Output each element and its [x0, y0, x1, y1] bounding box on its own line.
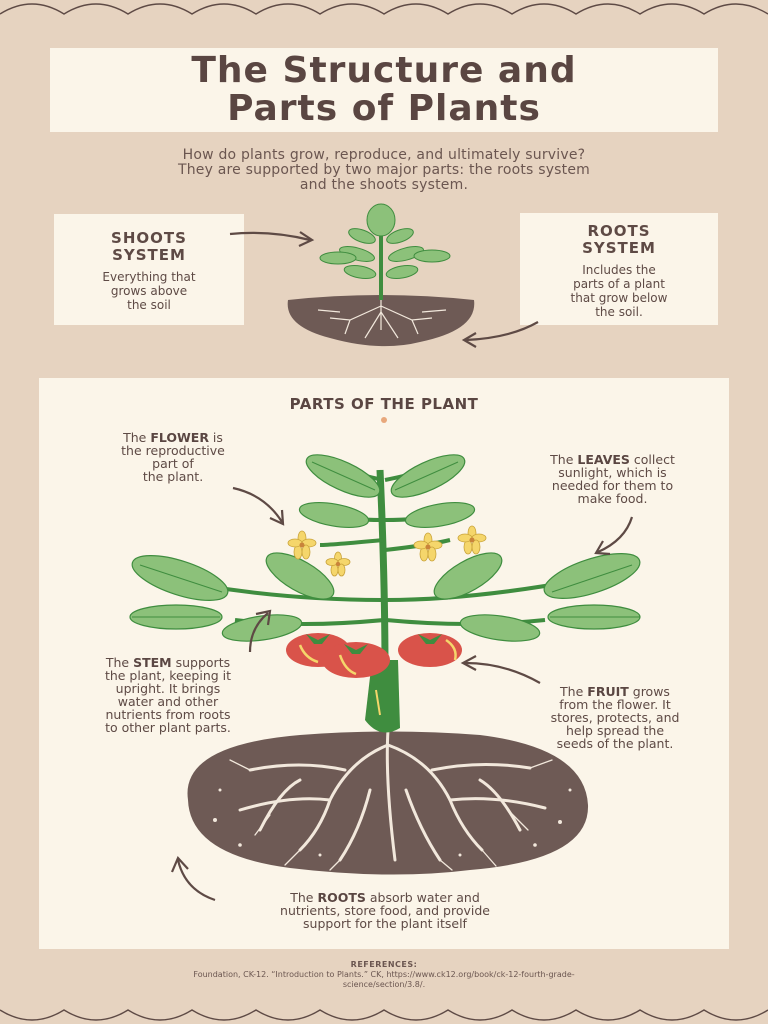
- roots-label-rest: absorb water and: [365, 890, 480, 905]
- fruit-line-3: stores, protects, and: [550, 710, 680, 725]
- shoots-description: Everything that grows above the soil: [54, 270, 244, 312]
- stem-line-6: to other plant parts.: [105, 720, 231, 735]
- roots-line-2: nutrients, store food, and provide: [280, 903, 490, 918]
- title-line-1: The Structure and: [191, 50, 577, 91]
- shoots-system-card: SHOOTS SYSTEM Everything that grows abov…: [54, 214, 244, 325]
- fruit-label-rest: grows: [628, 684, 670, 699]
- bottom-scallop-border: [0, 1009, 768, 1021]
- title-accent-dot: [381, 417, 387, 423]
- page-title: The Structure and Parts of Plants: [191, 52, 576, 128]
- roots-heading-line-1: ROOTS: [587, 222, 651, 240]
- fruit-line-4: help spread the: [565, 723, 665, 738]
- intro-line-1: How do plants grow, reproduce, and ultim…: [182, 147, 586, 163]
- shoots-text-2: grows above: [110, 284, 188, 298]
- fruit-keyword: FRUIT: [587, 684, 629, 699]
- leaves-line-4: make food.: [577, 491, 648, 506]
- shoots-text-1: Everything that: [102, 270, 196, 284]
- tomatoes-drawing: [286, 633, 462, 678]
- shoots-heading-line-2: SYSTEM: [112, 246, 186, 264]
- flower-line-3: part of: [152, 456, 194, 471]
- fruit-label: The FRUIT grows from the flower. It stor…: [505, 685, 725, 750]
- title-line-2: Parts of Plants: [227, 88, 541, 129]
- shoots-heading: SHOOTS SYSTEM: [54, 230, 244, 264]
- stem-line-2: the plant, keeping it: [104, 668, 232, 683]
- flower-label-rest: is: [208, 430, 223, 445]
- parts-title: PARTS OF THE PLANT: [289, 395, 479, 413]
- roots-heading: ROOTS SYSTEM: [520, 223, 718, 257]
- stem-keyword: STEM: [133, 655, 172, 670]
- stem-line-4: water and other: [117, 694, 219, 709]
- flower-line-4: the plant.: [142, 469, 204, 484]
- references-heading: REFERENCES:: [350, 960, 418, 969]
- roots-heading-line-2: SYSTEM: [582, 239, 656, 257]
- roots-text-3: that grow below: [570, 291, 668, 305]
- main-stem: [376, 469, 389, 671]
- leaves-label: The LEAVES collect sunlight, which is ne…: [505, 453, 720, 505]
- roots-drawing: [238, 728, 547, 862]
- stem-label-rest: supports: [171, 655, 231, 670]
- shoots-heading-line-1: SHOOTS: [111, 229, 187, 247]
- fruit-line-2: from the flower. It: [559, 697, 671, 712]
- flower-line-2: the reproductive: [121, 443, 225, 458]
- roots-text-1: Includes the: [582, 263, 656, 277]
- leaves-keyword: LEAVES: [577, 452, 630, 467]
- intro-text: How do plants grow, reproduce, and ultim…: [40, 148, 728, 193]
- fruit-label-pre: The: [560, 684, 588, 699]
- roots-description: Includes the parts of a plant that grow …: [520, 263, 718, 319]
- references-line-2: science/section/3.8/.: [342, 980, 426, 989]
- pointer-arrows: [170, 486, 634, 902]
- references-line-1: Foundation, CK-12. “Introduction to Plan…: [193, 970, 575, 979]
- title-banner: The Structure and Parts of Plants: [50, 48, 718, 132]
- roots-text-4: the soil.: [595, 305, 643, 319]
- intro-line-3: and the shoots system.: [299, 177, 469, 193]
- stem-line-5: nutrients from roots: [105, 707, 231, 722]
- roots-label-pre: The: [290, 890, 318, 905]
- stem-line-3: upright. It brings: [115, 681, 221, 696]
- leaves-line-2: sunlight, which is: [558, 465, 667, 480]
- shoots-text-3: the soil: [127, 298, 171, 312]
- intro-line-2: They are supported by two major parts: t…: [177, 162, 591, 178]
- roots-keyword: ROOTS: [317, 890, 366, 905]
- fruit-line-5: seeds of the plant.: [556, 736, 674, 751]
- roots-label: The ROOTS absorb water and nutrients, st…: [200, 891, 570, 930]
- roots-system-card: ROOTS SYSTEM Includes the parts of a pla…: [520, 213, 718, 325]
- roots-text-2: parts of a plant: [573, 277, 665, 291]
- flower-label: The FLOWER is the reproductive part of t…: [78, 431, 268, 483]
- leaves-line-3: needed for them to: [551, 478, 674, 493]
- stem-label: The STEM supports the plant, keeping it …: [58, 656, 278, 734]
- flower-keyword: FLOWER: [150, 430, 209, 445]
- roots-line-3: support for the plant itself: [303, 916, 467, 931]
- leaves-label-rest: collect: [629, 452, 675, 467]
- references: REFERENCES: Foundation, CK-12. “Introduc…: [0, 960, 768, 990]
- flower-label-pre: The: [123, 430, 151, 445]
- stem-label-pre: The: [105, 655, 134, 670]
- top-scallop-border: [0, 3, 768, 15]
- leaves-label-pre: The: [550, 452, 578, 467]
